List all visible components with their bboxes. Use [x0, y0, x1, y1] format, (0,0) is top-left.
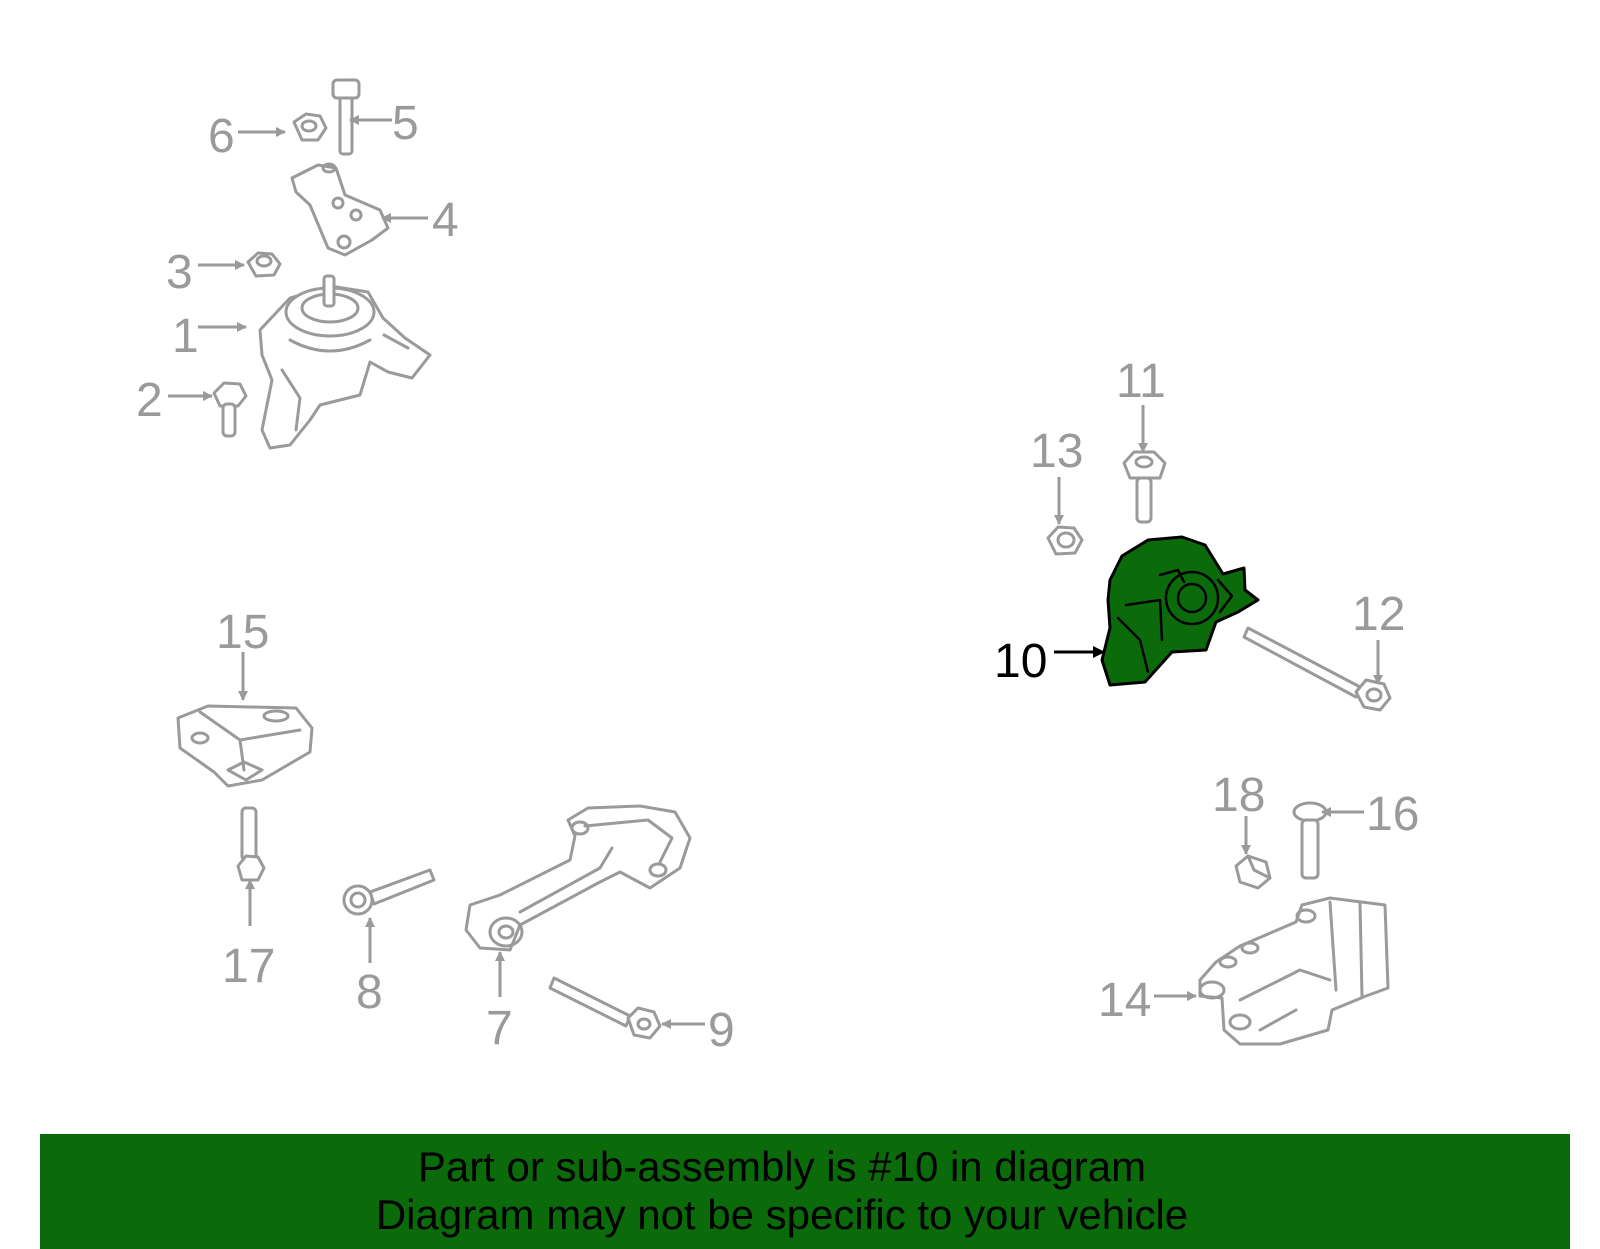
- banner-line-disclaimer: Diagram may not be specific to your vehi…: [375, 1191, 1189, 1238]
- callout-3: 3: [166, 246, 193, 299]
- part-1-engine-mount: [258, 274, 432, 450]
- part-11-bolt: [1122, 450, 1167, 524]
- callout-10: 10: [994, 635, 1047, 688]
- part-6-nut: [292, 112, 328, 142]
- callout-13: 13: [1030, 425, 1083, 478]
- callout-17: 17: [222, 940, 275, 993]
- part-17-bolt: [236, 806, 266, 882]
- part-15-bracket: [176, 704, 314, 788]
- part-2-bolt: [212, 381, 248, 438]
- part-5-bolt: [331, 78, 361, 156]
- callout-12: 12: [1352, 588, 1405, 641]
- part-16-bolt: [1292, 801, 1328, 880]
- callout-8: 8: [356, 966, 383, 1019]
- part-14-transmission-bracket: [1198, 896, 1390, 1046]
- callout-16: 16: [1366, 788, 1419, 841]
- callout-4: 4: [432, 194, 459, 247]
- callout-5: 5: [392, 97, 419, 150]
- banner-line-part-number: Part or sub-assembly is #10 in diagram: [417, 1143, 1147, 1190]
- callout-9: 9: [708, 1004, 735, 1057]
- callout-14: 14: [1098, 974, 1151, 1027]
- part-13-nut: [1046, 525, 1084, 556]
- part-10-transmission-mount: [1100, 535, 1260, 687]
- part-8-bolt: [342, 868, 436, 916]
- part-18-clip: [1234, 854, 1272, 890]
- part-3-nut: [246, 251, 282, 278]
- part-12-bolt: [1242, 626, 1392, 712]
- info-banner: Part or sub-assembly is #10 in diagram D…: [40, 1134, 1570, 1249]
- callout-15: 15: [216, 606, 269, 659]
- part-7-torque-rod: [464, 804, 692, 952]
- callout-7: 7: [486, 1002, 513, 1055]
- callout-18: 18: [1212, 769, 1265, 822]
- part-9-bolt: [548, 976, 662, 1040]
- callout-2: 2: [136, 374, 163, 427]
- callout-1: 1: [172, 310, 199, 363]
- part-4-bracket: [290, 162, 390, 257]
- callout-11: 11: [1116, 355, 1166, 408]
- callout-6: 6: [208, 110, 235, 163]
